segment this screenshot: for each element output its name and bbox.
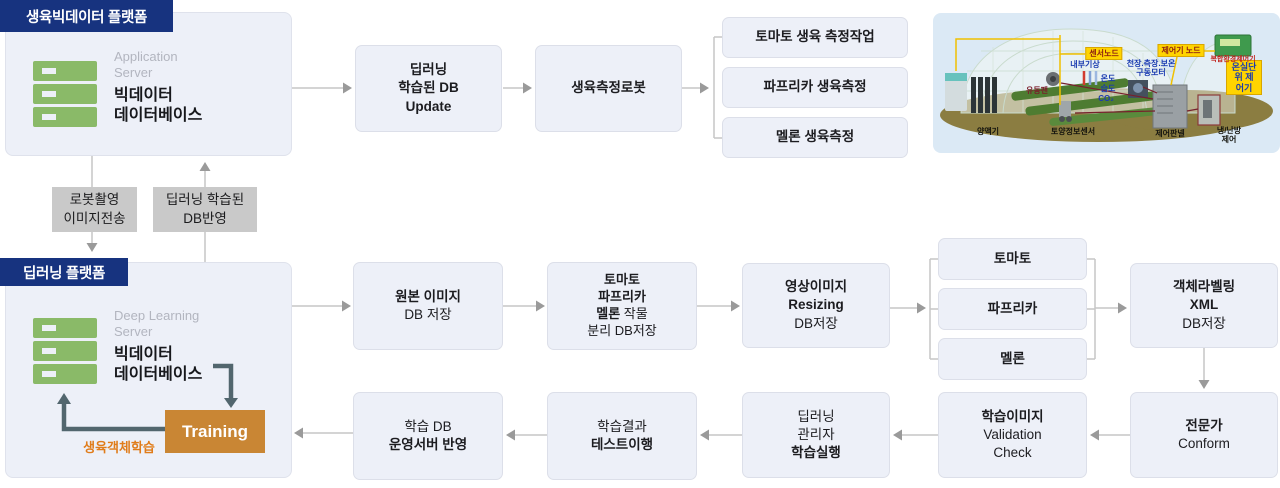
deeplearning-platform-header: 딥러닝 플랫폼	[0, 258, 128, 286]
node-measure-melon: 멜론 생육측정	[722, 117, 908, 158]
node-crop-tomato: 토마토	[938, 238, 1087, 280]
node-crop-melon: 멜론	[938, 338, 1087, 380]
node-expert-conform: 전문가 Conform	[1130, 392, 1278, 478]
growth-object-learning-label: 생육객체학습	[83, 440, 155, 455]
node-validation-check: 학습이미지 Validation Check	[938, 392, 1087, 478]
temp-label: 온도	[1100, 74, 1116, 83]
fan-label: 유동팬	[1025, 86, 1049, 95]
greenhouse-illustration: 센서노드 제어기 노드 온실단위 제어기 복합환경제어기 내부기상 천장.측장.…	[933, 13, 1280, 153]
node-image-resizing-db: 영상이미지 Resizing DB저장	[742, 263, 890, 348]
training-node: Training	[165, 410, 265, 453]
server-type-label: Deep Learning Server	[114, 308, 200, 340]
bigdata-platform-header: 생육빅데이터 플랫폼	[0, 0, 173, 32]
env-controller-label: 복합환경제어기	[1210, 56, 1256, 63]
control-panel-label: 제어판넬	[1155, 129, 1185, 138]
node-measure-paprika: 파프리카 생육측정	[722, 67, 908, 108]
humidity-label: 습도	[1100, 84, 1116, 93]
node-crop-split-db: 토마토 파프리카 멜론 작물 분리 DB저장	[547, 262, 697, 350]
transfer-db-apply: 딥러닝 학습된 DB반영	[153, 187, 257, 232]
transfer-robot-upload: 로봇촬영 이미지전송	[52, 187, 137, 232]
node-admin-training: 딥러닝 관리자 학습실행	[742, 392, 890, 478]
greenhouse-drawing	[940, 28, 1273, 142]
controller-node-label: 제어기 노드	[1157, 44, 1205, 58]
node-db-update: 딥러닝 학습된 DB Update	[355, 45, 502, 132]
server-icon	[33, 318, 97, 384]
node-growth-robot: 생육측정로봇	[535, 45, 682, 132]
soil-sensor-label: 토양정보센서	[1050, 127, 1096, 136]
bigdata-platform-panel: Application Server 빅데이터 데이터베이스	[5, 12, 292, 156]
unit-controller-label: 온실단위 제어기	[1226, 60, 1262, 96]
co2-label: CO₂	[1098, 94, 1114, 103]
node-deploy-db: 학습 DB 운영서버 반영	[353, 392, 503, 480]
node-object-labeling-db: 객체라벨링 XML DB저장	[1130, 263, 1278, 348]
node-test-run: 학습결과 테스트이행	[547, 392, 697, 480]
node-crop-paprika: 파프리카	[938, 288, 1087, 330]
inner-weather-label: 내부기상	[1070, 60, 1100, 69]
server-type-label: Application Server	[114, 49, 178, 81]
motor-label: 천장.측장.보온 구동모터	[1126, 59, 1176, 78]
sensor-node-label: 센서노드	[1085, 47, 1123, 61]
server-icon	[33, 61, 97, 127]
node-measure-tomato: 토마토 생육 측정작업	[722, 17, 908, 58]
nutrient-label: 양액기	[976, 127, 1000, 136]
server-title: 빅데이터 데이터베이스	[114, 345, 203, 384]
hvac-label: 냉/난방 제어	[1216, 126, 1242, 145]
server-title: 빅데이터 데이터베이스	[114, 86, 203, 125]
node-origin-image-db: 원본 이미지 DB 저장	[353, 262, 503, 350]
